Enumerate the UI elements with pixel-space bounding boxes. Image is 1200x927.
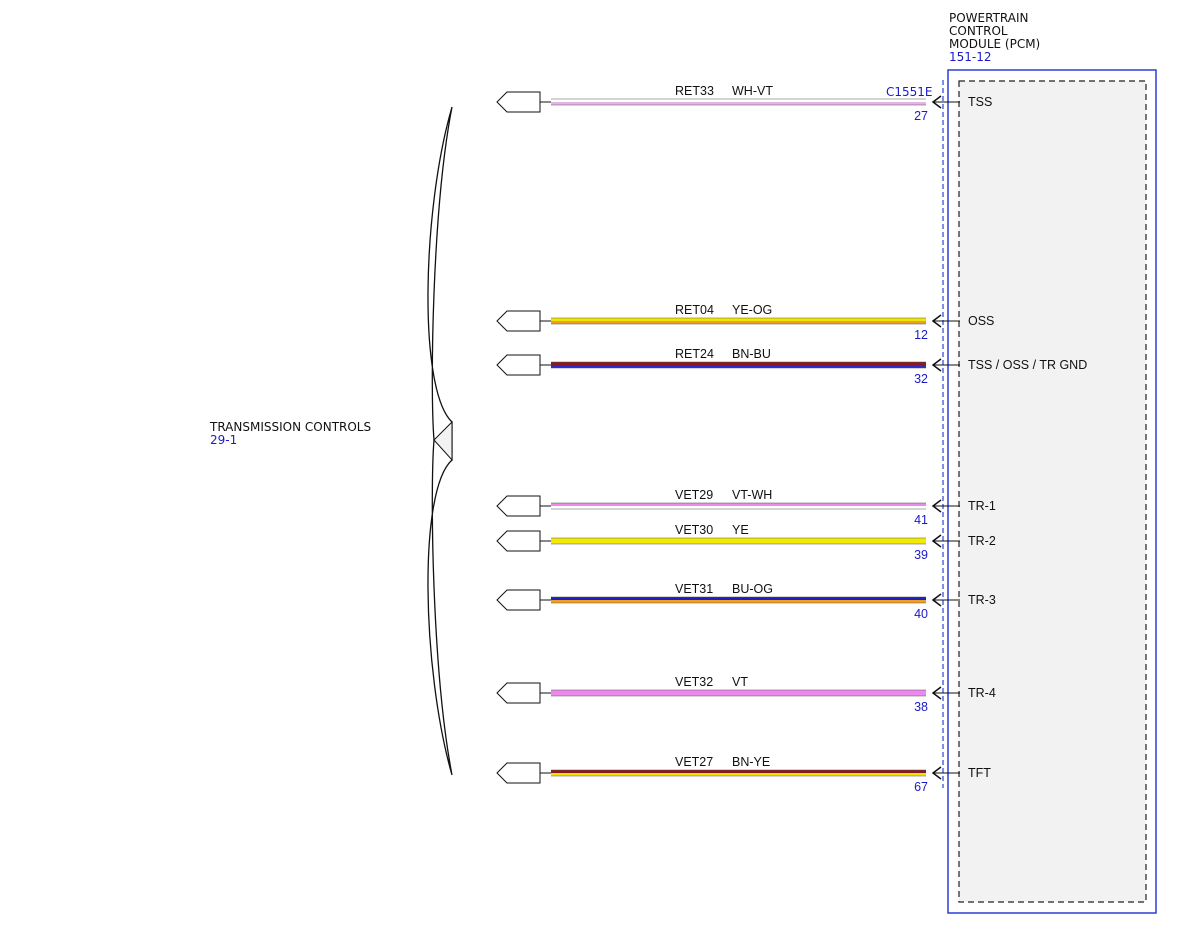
- signal-label: TR-3: [968, 593, 996, 607]
- wire-color-label: BN-BU: [732, 347, 771, 361]
- pin-arrow-icon: [931, 766, 942, 780]
- circuit-label: VET32: [675, 675, 713, 689]
- pin-number: 27: [914, 109, 928, 123]
- pcm-title-line-3: MODULE (PCM): [949, 37, 1040, 51]
- signal-label: OSS: [968, 314, 994, 328]
- brace-tip: [433, 420, 453, 462]
- component-ref: 29-1: [210, 433, 237, 447]
- wire-row: VET29 VT-WH 41 TR-1: [496, 488, 996, 527]
- pin-number: 32: [914, 372, 928, 386]
- pcm-module: POWERTRAIN CONTROL MODULE (PCM) 151-12 C…: [886, 11, 1157, 914]
- pin-arrow-icon: [931, 534, 942, 548]
- harness-connector-icon: [496, 354, 541, 376]
- signal-label: TR-1: [968, 499, 996, 513]
- wire-band-bottom: [551, 321, 926, 324]
- pin-arrow-icon: [931, 499, 942, 513]
- circuit-label: VET31: [675, 582, 713, 596]
- wire-band-top: [551, 503, 926, 506]
- wire-color-label: BU-OG: [732, 582, 773, 596]
- wire-band-bottom: [551, 506, 926, 509]
- pin-number: 41: [914, 513, 928, 527]
- wire-row: RET33 WH-VT 27 TSS: [496, 84, 992, 123]
- pin-arrow-icon: [931, 593, 942, 607]
- transmission-controls-group: TRANSMISSION CONTROLS 29-1: [209, 106, 453, 776]
- pin-number: 40: [914, 607, 928, 621]
- wire-band-top: [551, 770, 926, 773]
- wire-color-label: VT-WH: [732, 488, 772, 502]
- pin-number: 67: [914, 780, 928, 794]
- pin-number: 39: [914, 548, 928, 562]
- pcm-connector-label: C1551E: [886, 85, 933, 99]
- harness-connector-icon: [496, 589, 541, 611]
- pin-number: 12: [914, 328, 928, 342]
- wire-color-label: WH-VT: [732, 84, 773, 98]
- wire-band-top: [551, 597, 926, 600]
- circuit-label: RET24: [675, 347, 714, 361]
- pin-arrow-icon: [931, 686, 942, 700]
- wire-row: VET32 VT 38 TR-4: [496, 675, 996, 714]
- wire-row: RET04 YE-OG 12 OSS: [496, 303, 994, 342]
- wire-row: VET30 YE 39 TR-2: [496, 523, 996, 562]
- wire-band-bottom: [551, 102, 926, 105]
- circuit-label: VET27: [675, 755, 713, 769]
- signal-label: TSS / OSS / TR GND: [968, 358, 1087, 372]
- wire-band-top: [551, 538, 926, 541]
- pin-arrow-icon: [931, 95, 942, 109]
- wire-row: RET24 BN-BU 32 TSS / OSS / TR GND: [496, 347, 1087, 386]
- wire-color-label: YE: [732, 523, 749, 537]
- component-title: TRANSMISSION CONTROLS: [209, 420, 371, 434]
- harness-connector-icon: [496, 530, 541, 552]
- wire-color-label: VT: [732, 675, 748, 689]
- wire-band-top: [551, 99, 926, 102]
- pcm-module-border: [947, 69, 1157, 914]
- harness-connector-icon: [496, 762, 541, 784]
- wire-row: VET27 BN-YE 67 TFT: [496, 755, 991, 794]
- pin-arrow-icon: [931, 358, 942, 372]
- wire-color-label: YE-OG: [732, 303, 772, 317]
- signal-label: TFT: [968, 766, 991, 780]
- pin-arrow-icon: [931, 314, 942, 328]
- pin-number: 38: [914, 700, 928, 714]
- signal-label: TR-4: [968, 686, 996, 700]
- signal-label: TR-2: [968, 534, 996, 548]
- circuit-label: RET04: [675, 303, 714, 317]
- wire-row: VET31 BU-OG 40 TR-3: [496, 582, 996, 621]
- wire-band-top: [551, 690, 926, 693]
- circuit-label: VET30: [675, 523, 713, 537]
- harness-connector-icon: [496, 310, 541, 332]
- pcm-title-line-1: POWERTRAIN: [949, 11, 1029, 25]
- pcm-ref: 151-12: [949, 50, 992, 64]
- wire-band-top: [551, 318, 926, 321]
- harness-connector-icon: [496, 495, 541, 517]
- harness-connector-icon: [496, 682, 541, 704]
- wire-band-bottom: [551, 600, 926, 603]
- wire-band-bottom: [551, 693, 926, 696]
- wire-color-label: BN-YE: [732, 755, 770, 769]
- pcm-title-line-2: CONTROL: [949, 24, 1008, 38]
- harness-connector-icon: [496, 91, 541, 113]
- pcm-module-internal-area: [958, 80, 1147, 903]
- wire-rows: RET33 WH-VT 27 TSS RET04 YE-OG 12 OSS: [496, 84, 1087, 794]
- wire-band-top: [551, 362, 926, 365]
- signal-label: TSS: [968, 95, 992, 109]
- wire-band-bottom: [551, 541, 926, 544]
- circuit-label: VET29: [675, 488, 713, 502]
- wire-band-bottom: [551, 773, 926, 776]
- wire-band-bottom: [551, 365, 926, 368]
- circuit-label: RET33: [675, 84, 714, 98]
